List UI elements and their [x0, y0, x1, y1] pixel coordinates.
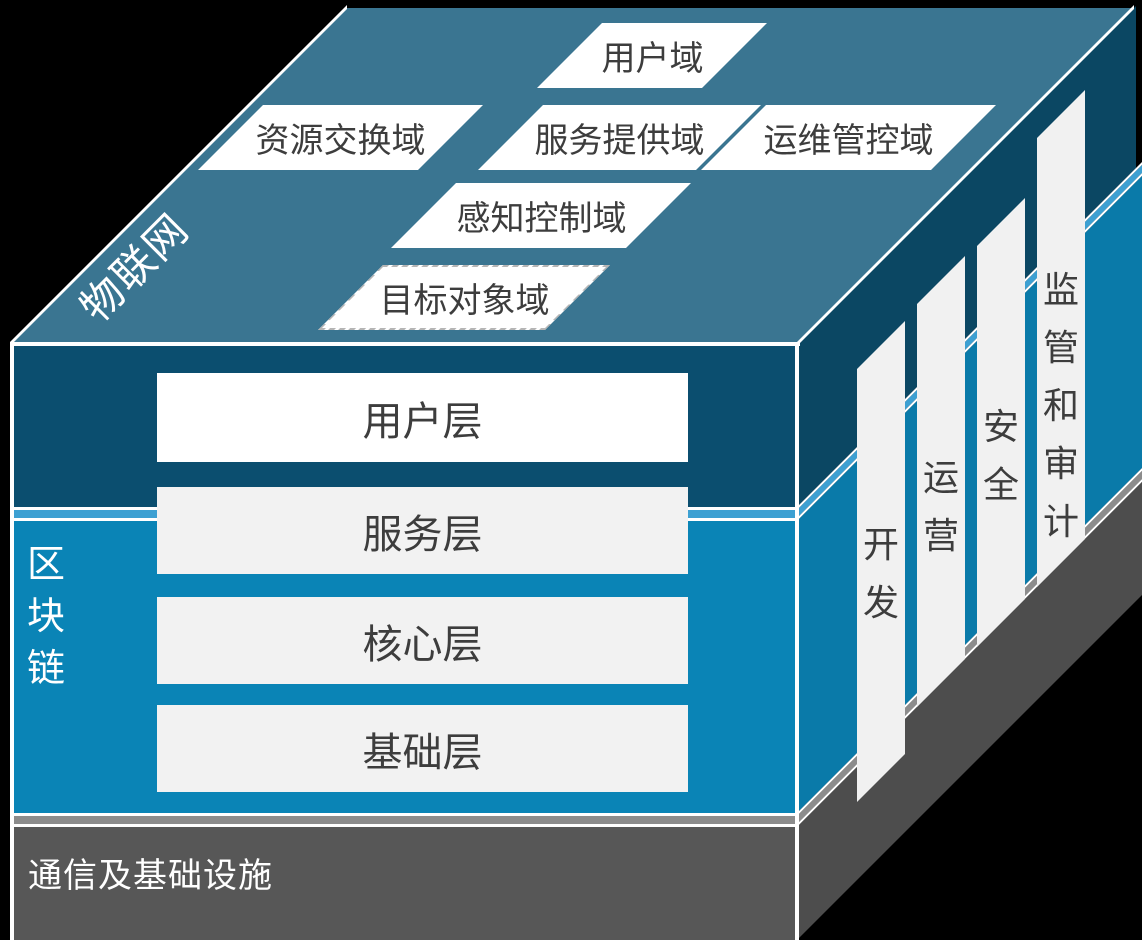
pillar-label-operation: 运营	[922, 457, 959, 556]
layer-bar-core: 核心层	[157, 597, 688, 684]
front-edge-line	[10, 824, 797, 827]
domain-label-service-provision: 服务提供域	[534, 122, 705, 160]
edge-line	[10, 345, 14, 940]
domain-label-target-object: 目标对象域	[379, 282, 549, 320]
layer-bar-user: 用户层	[157, 373, 688, 462]
domain-label-resource-exchange: 资源交换域	[255, 122, 426, 160]
domain-box-target-object: 目标对象域	[318, 265, 610, 330]
front-edge-line	[10, 813, 797, 816]
layer-label-base: 基础层	[362, 730, 483, 775]
infrastructure-label: 通信及基础设施	[28, 857, 273, 895]
layer-label-service: 服务层	[362, 512, 483, 557]
pillar-label-security: 安全	[982, 406, 1019, 505]
layer-bar-service: 服务层	[157, 487, 688, 574]
edge-line	[10, 342, 800, 346]
domain-label-perception-control: 感知控制域	[456, 200, 626, 238]
layer-label-core: 核心层	[362, 622, 483, 667]
infrastructure-front-bevel	[10, 816, 797, 824]
domain-label-user: 用户域	[601, 40, 703, 78]
domain-label-ops-management: 运维管控域	[763, 122, 934, 160]
pillar-label-development: 开发	[862, 524, 899, 623]
domain-box-perception-control: 感知控制域	[391, 183, 691, 248]
domain-box-user: 用户域	[537, 23, 767, 88]
edge-line	[795, 345, 799, 940]
pillar-label-supervision-audit: 监管和审计	[1042, 269, 1079, 542]
layer-label-user: 用户层	[362, 399, 483, 444]
layer-bar-base: 基础层	[157, 705, 688, 792]
infrastructure-front-face	[10, 827, 797, 940]
blockchain-side-label: 区块链	[26, 544, 65, 690]
